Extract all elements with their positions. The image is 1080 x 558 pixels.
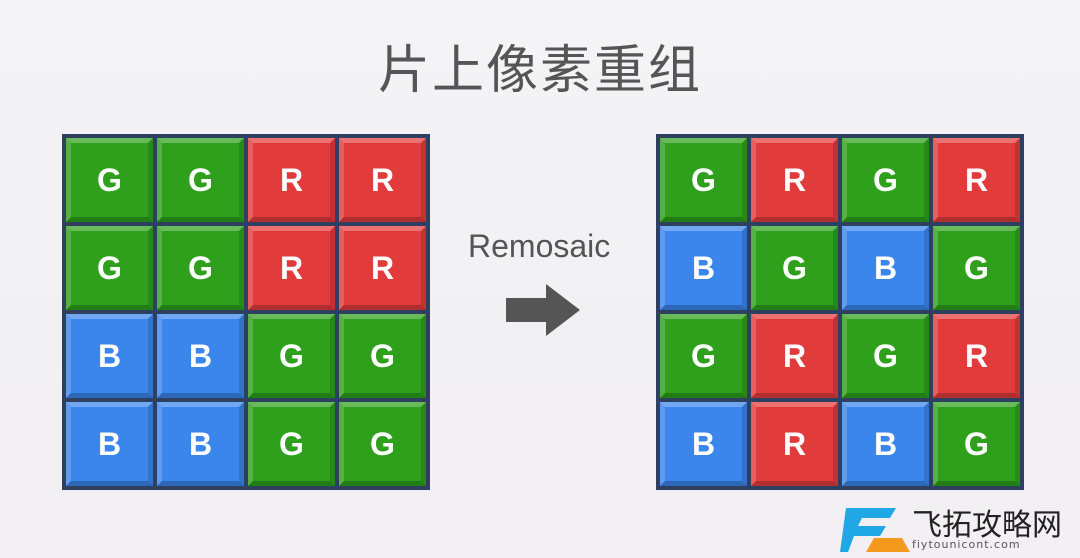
pixel-tile-r: R xyxy=(933,314,1020,398)
pixel-tile-g: G xyxy=(248,314,335,398)
pixel-tile-g: G xyxy=(660,314,747,398)
pixel-tile-b: B xyxy=(842,402,929,486)
pixel-tile-r: R xyxy=(248,226,335,310)
pixel-tile-b: B xyxy=(157,402,244,486)
pixel-tile-r: R xyxy=(751,138,838,222)
pixel-tile-r: R xyxy=(339,226,426,310)
pixel-tile-g: G xyxy=(751,226,838,310)
watermark-name: 飞拓攻略网 xyxy=(912,508,1062,543)
pixel-tile-r: R xyxy=(751,402,838,486)
pixel-tile-b: B xyxy=(66,402,153,486)
pixel-tile-g: G xyxy=(842,138,929,222)
pixel-tile-g: G xyxy=(660,138,747,222)
pixel-tile-g: G xyxy=(157,226,244,310)
pixel-tile-b: B xyxy=(66,314,153,398)
pixel-tile-g: G xyxy=(66,138,153,222)
remosaic-label: Remosaic xyxy=(468,228,611,264)
pixel-tile-g: G xyxy=(339,314,426,398)
page-title: 片上像素重组 xyxy=(377,41,702,101)
pixel-tile-b: B xyxy=(660,226,747,310)
brand-logo-icon xyxy=(840,508,910,552)
pixel-tile-r: R xyxy=(339,138,426,222)
watermark-url: fiytounicont.com xyxy=(912,538,1021,551)
pixel-tile-b: B xyxy=(157,314,244,398)
pixel-tile-g: G xyxy=(339,402,426,486)
pixel-tile-g: G xyxy=(842,314,929,398)
pixel-tile-r: R xyxy=(933,138,1020,222)
pixel-tile-b: B xyxy=(660,402,747,486)
pixel-tile-g: G xyxy=(248,402,335,486)
pixel-tile-g: G xyxy=(933,402,1020,486)
pixel-tile-r: R xyxy=(751,314,838,398)
pixel-tile-g: G xyxy=(933,226,1020,310)
pixel-tile-r: R xyxy=(248,138,335,222)
pixel-tile-b: B xyxy=(842,226,929,310)
pixel-tile-g: G xyxy=(157,138,244,222)
pixel-tile-g: G xyxy=(66,226,153,310)
right-arrow-icon xyxy=(506,284,580,336)
